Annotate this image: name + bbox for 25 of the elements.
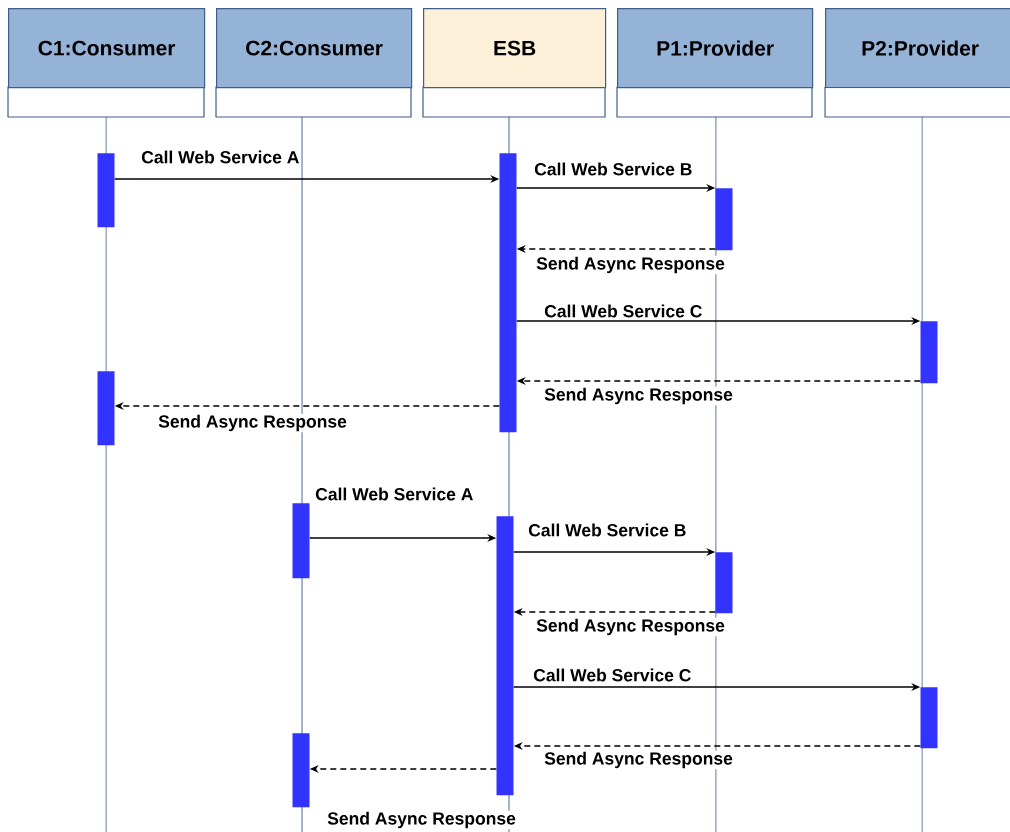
- activation-bar: [292, 733, 310, 808]
- edge-label: Call Web Service B: [533, 161, 694, 177]
- participant-box: ESB: [422, 8, 607, 118]
- edge-label: Send Async Response: [326, 810, 517, 830]
- edge-label: Call Web Service A: [314, 486, 475, 502]
- activation-bar: [920, 687, 938, 749]
- activation-bar: [97, 371, 115, 446]
- activation-bar: [292, 503, 310, 579]
- activation-bar: [97, 153, 115, 228]
- participant-box: P2:Provider: [824, 8, 1010, 118]
- edge-label: Send Async Response: [157, 413, 348, 433]
- edge-label: Call Web Service A: [140, 149, 301, 165]
- edge-label: Call Web Service C: [532, 667, 693, 683]
- edge-label: Call Web Service C: [543, 303, 704, 319]
- edge-label: Send Async Response: [543, 750, 734, 770]
- edge-label: Send Async Response: [535, 617, 726, 637]
- participant-box: C2:Consumer: [215, 8, 413, 118]
- edge-label: Call Web Service B: [527, 522, 688, 538]
- edge-label: Send Async Response: [543, 386, 734, 406]
- participant-box: C1:Consumer: [7, 8, 206, 118]
- participant-box: P1:Provider: [616, 8, 814, 118]
- edge-label: Send Async Response: [535, 255, 726, 275]
- activation-bar: [496, 516, 514, 796]
- activation-bar: [920, 321, 938, 384]
- activation-bar: [499, 153, 517, 433]
